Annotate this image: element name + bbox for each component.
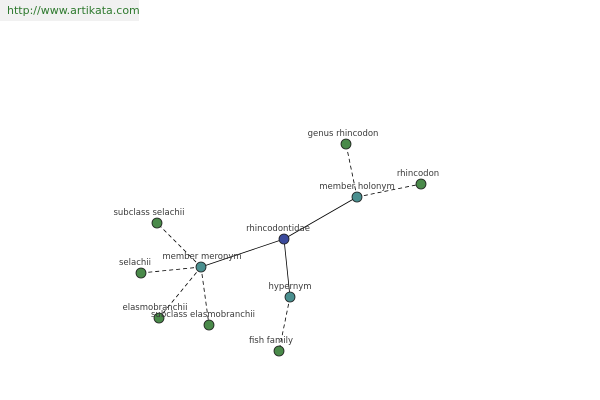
node-elasmobranchii[interactable] — [153, 312, 165, 324]
edge-meronym-subclass-elasmobranchii — [200, 266, 210, 326]
node-subclass-selachii[interactable] — [151, 217, 163, 229]
edge-center-member-holonym — [283, 196, 358, 240]
nodes — [135, 138, 427, 357]
label-member-meronym[interactable]: member meronym — [162, 252, 241, 262]
node-genus-rhincodon[interactable] — [340, 138, 352, 150]
node-center[interactable] — [278, 233, 290, 245]
solid-edges — [200, 196, 358, 298]
label-genus-rhincodon[interactable]: genus rhincodon — [308, 129, 379, 139]
node-member-meronym[interactable] — [195, 261, 207, 273]
source-url-banner[interactable]: http://www.artikata.com — [0, 0, 139, 21]
dashed-edges — [140, 143, 422, 352]
node-hypernym[interactable] — [284, 291, 296, 303]
label-rhincodon[interactable]: rhincodon — [397, 169, 439, 179]
edge-center-member-meronym — [200, 238, 285, 268]
label-hypernym[interactable]: hypernym — [268, 282, 311, 292]
label-center[interactable]: rhincodontidae — [246, 224, 310, 234]
label-fish-family[interactable]: fish family — [249, 336, 293, 346]
edge-center-hypernym — [283, 238, 291, 298]
label-selachii[interactable]: selachii — [119, 258, 151, 268]
node-subclass-elasmobranchii[interactable] — [203, 319, 215, 331]
label-subclass-selachii[interactable]: subclass selachii — [113, 208, 184, 218]
edge-meronym-selachii — [140, 266, 202, 274]
edge-hypernym-fish-family — [278, 296, 291, 352]
labels: rhincodontidae member holonym member mer… — [113, 129, 439, 346]
label-member-holonym[interactable]: member holonym — [319, 182, 394, 192]
label-elasmobranchii[interactable]: elasmobranchii — [123, 303, 188, 313]
node-fish-family[interactable] — [273, 345, 285, 357]
node-member-holonym[interactable] — [351, 191, 363, 203]
label-subclass-elasmobranchii[interactable]: subclass elasmobranchii — [151, 310, 255, 320]
edge-holonym-rhincodon — [356, 183, 422, 198]
edge-meronym-subclass-selachii — [156, 222, 202, 268]
edge-holonym-genus-rhincodon — [345, 143, 358, 198]
node-selachii[interactable] — [135, 267, 147, 279]
node-rhincodon[interactable] — [415, 178, 427, 190]
